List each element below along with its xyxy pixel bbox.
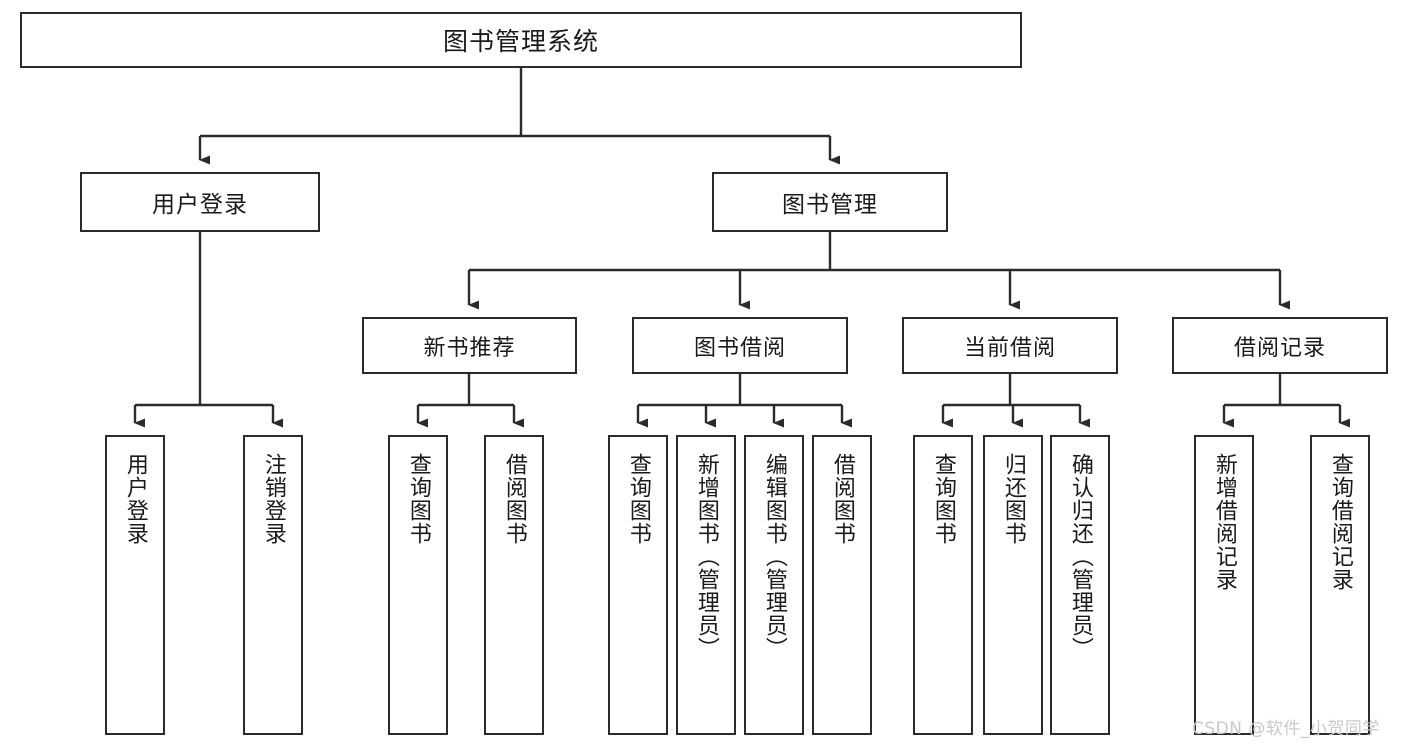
leaf-add-book-admin[interactable]: 新增图书（管理员） bbox=[676, 435, 736, 735]
leaf-borrow-book-recommend[interactable]: 借阅图书 bbox=[484, 435, 544, 735]
node-user-login-label: 用户登录 bbox=[152, 192, 248, 218]
node-borrow-record[interactable]: 借阅记录 bbox=[1172, 317, 1388, 374]
leaf-query-book-borrow-label: 查询图书 bbox=[625, 453, 651, 545]
node-borrow-record-label: 借阅记录 bbox=[1233, 335, 1326, 361]
leaf-user-login[interactable]: 用户登录 bbox=[105, 435, 165, 735]
leaf-user-login-label: 用户登录 bbox=[122, 453, 148, 545]
leaf-query-book-current[interactable]: 查询图书 bbox=[913, 435, 973, 735]
leaf-query-book-recommend[interactable]: 查询图书 bbox=[388, 435, 448, 735]
leaf-add-borrow-record[interactable]: 新增借阅记录 bbox=[1194, 435, 1254, 735]
leaf-query-book-current-label: 查询图书 bbox=[930, 453, 956, 545]
leaf-query-book-recommend-label: 查询图书 bbox=[405, 453, 431, 545]
leaf-query-book-borrow[interactable]: 查询图书 bbox=[608, 435, 668, 735]
node-root-label: 图书管理系统 bbox=[442, 27, 599, 56]
leaf-query-borrow-record[interactable]: 查询借阅记录 bbox=[1310, 435, 1370, 735]
node-book-management[interactable]: 图书管理 bbox=[712, 172, 948, 232]
leaf-confirm-return-admin-label: 确认归还（管理员） bbox=[1067, 453, 1093, 660]
leaf-add-book-admin-label: 新增图书（管理员） bbox=[693, 453, 719, 660]
leaf-borrow-book[interactable]: 借阅图书 bbox=[812, 435, 872, 735]
leaf-borrow-book-recommend-label: 借阅图书 bbox=[501, 453, 527, 545]
node-root[interactable]: 图书管理系统 bbox=[20, 12, 1022, 68]
node-book-borrow[interactable]: 图书借阅 bbox=[632, 317, 848, 374]
leaf-query-borrow-record-label: 查询借阅记录 bbox=[1327, 453, 1353, 591]
node-book-management-label: 图书管理 bbox=[782, 192, 878, 218]
node-new-book-recommend-label: 新书推荐 bbox=[423, 335, 516, 361]
node-new-book-recommend[interactable]: 新书推荐 bbox=[362, 317, 577, 374]
node-book-borrow-label: 图书借阅 bbox=[693, 335, 786, 361]
node-user-login[interactable]: 用户登录 bbox=[80, 172, 320, 232]
leaf-confirm-return-admin[interactable]: 确认归还（管理员） bbox=[1050, 435, 1110, 735]
csdn-watermark: CSDN @软件_小贺同学 bbox=[1192, 719, 1380, 739]
leaf-add-borrow-record-label: 新增借阅记录 bbox=[1211, 453, 1237, 591]
leaf-borrow-book-label: 借阅图书 bbox=[829, 453, 855, 545]
leaf-return-book-label: 归还图书 bbox=[1000, 453, 1026, 545]
node-current-borrow-label: 当前借阅 bbox=[963, 335, 1056, 361]
leaf-edit-book-admin-label: 编辑图书（管理员） bbox=[761, 453, 787, 660]
leaf-edit-book-admin[interactable]: 编辑图书（管理员） bbox=[744, 435, 804, 735]
leaf-logout[interactable]: 注销登录 bbox=[243, 435, 303, 735]
node-current-borrow[interactable]: 当前借阅 bbox=[902, 317, 1118, 374]
leaf-logout-label: 注销登录 bbox=[260, 453, 286, 545]
leaf-return-book[interactable]: 归还图书 bbox=[983, 435, 1043, 735]
